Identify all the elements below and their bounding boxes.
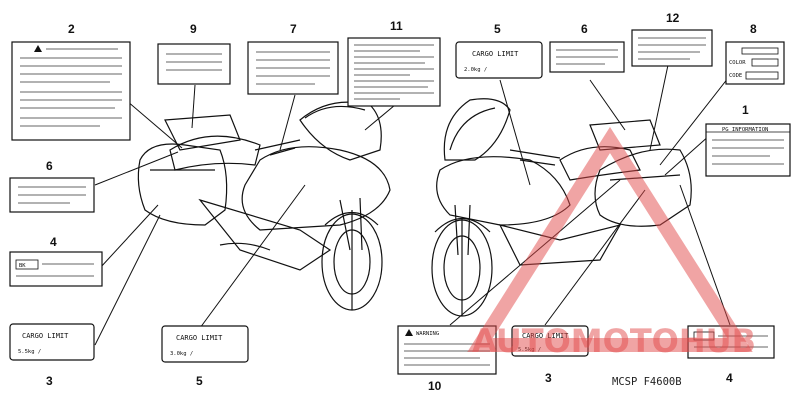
cargo-load-text: 2.0kg / xyxy=(464,67,487,73)
callout-7: 7 xyxy=(290,22,297,36)
label-8-color-code: COLOR CODE xyxy=(725,41,785,85)
label-12 xyxy=(631,29,713,67)
diagram-code: MCSP F4600B xyxy=(612,376,682,388)
callout-6-left: 6 xyxy=(46,159,53,173)
callout-6-top: 6 xyxy=(581,22,588,36)
watermark: AUTOMOTOHUB xyxy=(467,126,756,360)
callout-11: 11 xyxy=(390,19,403,33)
left-motorcycle xyxy=(137,101,391,311)
label-6-left xyxy=(9,177,95,213)
label-1-info: PG INFORMATION xyxy=(705,123,791,177)
label-11 xyxy=(347,37,441,107)
bk-text: BK xyxy=(19,263,26,269)
cargo-limit-text: CARGO LIMIT xyxy=(176,334,223,342)
cargo-load-text: 3.0kg / xyxy=(170,351,193,357)
callout-8: 8 xyxy=(750,22,757,36)
callout-4-right: 4 xyxy=(726,371,733,385)
callout-5-bottom: 5 xyxy=(196,374,203,388)
callout-4-left: 4 xyxy=(50,235,57,249)
callout-2: 2 xyxy=(68,22,75,36)
callout-5-top: 5 xyxy=(494,22,501,36)
label-2-warning xyxy=(11,41,131,141)
callout-numbers: 2 9 7 11 5 6 12 8 1 6 4 3 5 10 3 4 xyxy=(46,11,757,393)
callout-3-left: 3 xyxy=(46,374,53,388)
callout-3-right: 3 xyxy=(545,371,552,385)
callout-9: 9 xyxy=(190,22,197,36)
warning-text: WARNING xyxy=(416,331,439,337)
label-5-cargo-bottom: CARGO LIMIT 3.0kg / xyxy=(161,325,249,363)
callout-1: 1 xyxy=(742,103,749,117)
info-heading: PG INFORMATION xyxy=(722,127,768,133)
code-text: CODE xyxy=(729,73,742,79)
cargo-limit-text: CARGO LIMIT xyxy=(522,332,569,340)
cargo-limit-text: CARGO LIMIT xyxy=(472,50,519,58)
watermark-text: AUTOMOTOHUB xyxy=(472,322,756,360)
label-4-left: BK xyxy=(9,251,103,287)
cargo-load-text: 5.5kg / xyxy=(18,349,41,355)
label-3-cargo-left: CARGO LIMIT 5.5kg / xyxy=(9,323,95,361)
label-6-top xyxy=(549,41,625,73)
label-7 xyxy=(247,41,339,95)
callout-10: 10 xyxy=(428,379,442,393)
cargo-limit-text: CARGO LIMIT xyxy=(22,332,69,340)
label-9 xyxy=(157,43,231,85)
label-5-cargo-top: CARGO LIMIT 2.0kg / xyxy=(455,41,543,79)
callout-12: 12 xyxy=(666,11,680,25)
color-text: COLOR xyxy=(729,60,746,66)
